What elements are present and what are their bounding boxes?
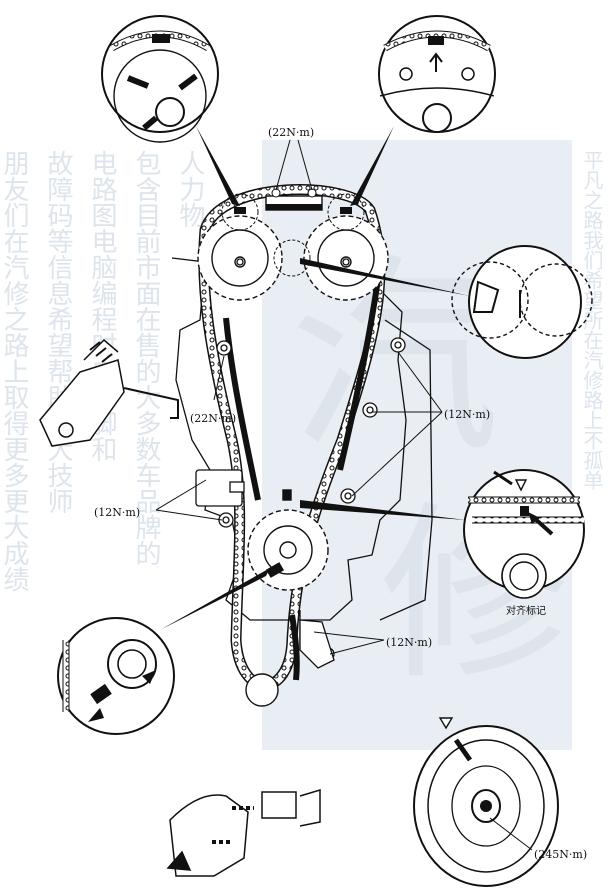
camshaft-sprocket-detail-icon <box>101 15 219 143</box>
pointer-cam-right <box>350 126 394 206</box>
chain-tensioner <box>195 469 245 507</box>
cam-mark-left <box>234 207 246 214</box>
cam-sprocket-left <box>197 215 283 301</box>
pointer-crank-align <box>300 500 466 520</box>
watermark: 汽 修 朋友们在汽修之路上取得更多更大成绩 故障码等信息希望帮助广大技师 电路图… <box>0 140 604 750</box>
crankshaft-alignment-detail-icon <box>463 469 585 599</box>
timing-chain <box>198 184 386 691</box>
crankshaft-pulley-icon <box>413 717 559 887</box>
cam-sprocket-right <box>303 215 389 301</box>
pointer-crank-detail <box>160 568 270 630</box>
torque-label-left-mid: (12N·m) <box>94 506 140 519</box>
tensioner-guide-icon <box>166 788 321 877</box>
camshaft-sprocket-detail-icon-right <box>378 15 496 133</box>
leader-lines <box>155 139 533 851</box>
gear-mesh-detail-icon <box>451 245 593 359</box>
crank-sprocket-detail-icon <box>57 617 175 735</box>
watermark-col-2: 故障码等信息希望帮助广大技师 <box>43 150 73 514</box>
pointer-gear-mesh <box>300 258 470 296</box>
cam-mark-circles <box>221 193 365 277</box>
pointer-cam-left <box>196 126 240 206</box>
lower-tensioner <box>299 619 335 669</box>
watermark-col-4: 包含目前市面在售的大多数车品牌的 <box>131 150 161 566</box>
watermark-col-5: 人力物 <box>175 150 205 228</box>
align-mark-label: 对齐标记 <box>506 604 546 617</box>
torque-label-right-lower: (12N·m) <box>386 636 432 649</box>
torque-label-right-upper: (12N·m) <box>444 408 490 421</box>
torque-label-top: (22N·m) <box>268 126 314 139</box>
torque-label-pulley: (245N·m) <box>534 848 587 861</box>
cam-mark-right <box>340 207 352 214</box>
lower-idler-sprocket <box>245 673 279 707</box>
watermark-col-right: 平凡之路我们希望所在汽修路上不孤单 <box>580 150 604 490</box>
watermark-col-1: 朋友们在汽修之路上取得更多更大成绩 <box>0 150 29 592</box>
torque-label-left: (22N·m) <box>190 412 236 425</box>
tensioner-pin-tool-icon <box>39 338 179 447</box>
